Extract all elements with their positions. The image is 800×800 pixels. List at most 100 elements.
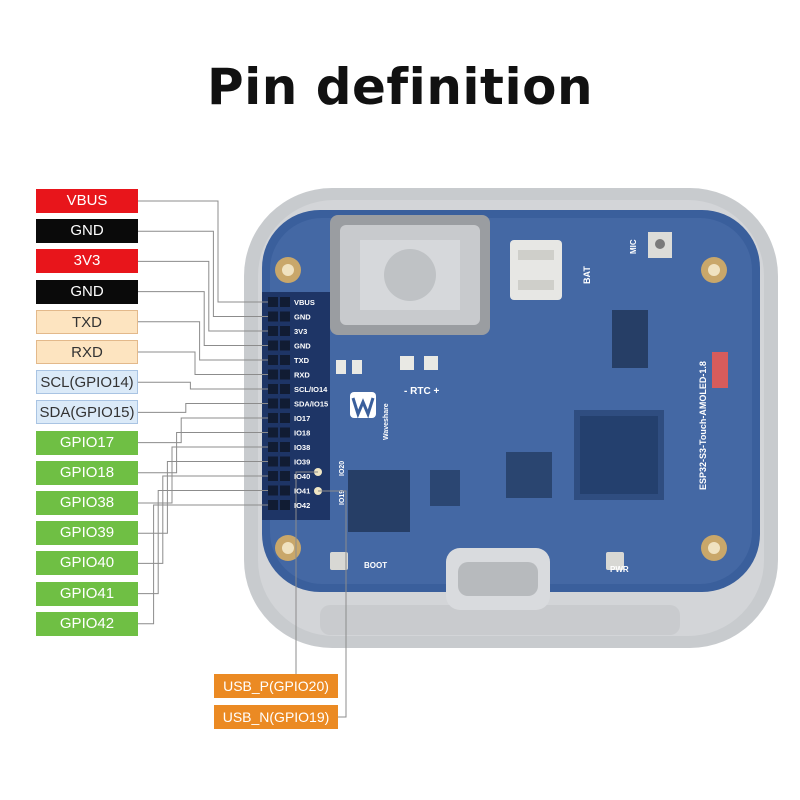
pwr-silk-label: PWR xyxy=(610,565,629,574)
header-pin xyxy=(268,355,278,365)
header-pin-silk-label: IO41 xyxy=(294,487,310,496)
case-bottom-edge xyxy=(320,605,680,635)
model-silk-label: ESP32-S3-Touch-AMOLED-1.8 xyxy=(698,361,708,490)
header-pin xyxy=(268,485,278,496)
header-pin xyxy=(268,500,278,510)
pin-label: RXD xyxy=(36,340,138,364)
chip-right xyxy=(612,310,648,368)
header-pin xyxy=(280,384,290,394)
pin-label: 3V3 xyxy=(36,249,138,274)
header-pin-silk-label: IO39 xyxy=(294,458,310,467)
leader-line xyxy=(138,461,268,534)
header-pin-silk-label: IO17 xyxy=(294,414,310,423)
pin-label: GPIO41 xyxy=(36,581,138,606)
leader-line xyxy=(138,417,268,444)
header-pin xyxy=(280,398,290,409)
header-pin-silk-label: VBUS xyxy=(294,298,315,307)
leader-line xyxy=(138,490,268,595)
header-pin xyxy=(268,427,278,438)
usb-silk-label: IO20 xyxy=(339,461,346,476)
header-pin-silk-label: SDA/IO15 xyxy=(294,400,328,409)
header-pin-silk-label: TXD xyxy=(294,356,310,365)
usb-pin-label: USB_N(GPIO19) xyxy=(214,705,338,729)
page-title: Pin definition xyxy=(206,58,594,116)
leader-line xyxy=(138,403,268,413)
leader-line xyxy=(138,321,268,361)
header-pin-silk-label: 3V3 xyxy=(294,327,307,336)
pin-label: GPIO42 xyxy=(36,611,138,636)
leader-line xyxy=(138,475,268,564)
pin-label: VBUS xyxy=(36,189,138,213)
pin-label: GND xyxy=(36,279,138,304)
chip-small xyxy=(506,452,552,498)
header-pin xyxy=(268,311,278,322)
bat-silk-label: BAT xyxy=(582,266,592,284)
pin-label: TXD xyxy=(36,309,138,334)
header-pin xyxy=(268,297,278,307)
header-pin xyxy=(268,398,278,409)
rtc-silk-label: - RTC + xyxy=(404,386,439,397)
pin-label: GPIO40 xyxy=(36,551,138,576)
header-pin xyxy=(280,311,290,322)
header-pin xyxy=(280,500,290,510)
header-pin xyxy=(268,456,278,467)
leader-line xyxy=(138,291,268,346)
header-pin xyxy=(268,326,278,336)
boot-silk-label: BOOT xyxy=(364,561,387,570)
pin-label: SCL(GPIO14) xyxy=(36,370,138,395)
leader-line xyxy=(138,432,268,474)
header-pin xyxy=(268,369,278,380)
leader-line xyxy=(138,381,268,390)
usb-leader-line xyxy=(318,490,347,718)
header-pin xyxy=(268,471,278,481)
chip-mid xyxy=(348,470,410,532)
pin-label: GPIO18 xyxy=(36,460,138,485)
pin-label: SDA(GPIO15) xyxy=(36,400,138,425)
header-pin xyxy=(268,340,278,351)
usb-silk-label: IO19 xyxy=(339,490,346,505)
header-pin xyxy=(280,340,290,351)
header-pin xyxy=(280,369,290,380)
pin-label: GND xyxy=(36,219,138,244)
pin-label: GPIO39 xyxy=(36,521,138,546)
leader-lines xyxy=(138,200,347,718)
header-pin-silk-label: IO42 xyxy=(294,501,310,510)
leader-line xyxy=(138,446,268,504)
header-pin xyxy=(280,471,290,481)
leader-line xyxy=(138,230,268,317)
chip-ldo xyxy=(430,470,460,506)
usb-pin-label: USB_P(GPIO20) xyxy=(214,674,338,698)
header-pin xyxy=(268,413,278,423)
battery-connector xyxy=(510,240,562,300)
header-pin xyxy=(280,326,290,336)
leader-line xyxy=(138,504,268,625)
header-pin xyxy=(280,427,290,438)
header-pin-silk-label: IO38 xyxy=(294,443,310,452)
header-pin-silk-label: SCL/IO14 xyxy=(294,385,328,394)
header-pin xyxy=(280,456,290,467)
pin-label: GPIO38 xyxy=(36,491,138,515)
header-pin xyxy=(280,413,290,423)
leader-line xyxy=(138,200,268,303)
mounting-hole-icon xyxy=(275,257,727,561)
pwr-button xyxy=(606,552,624,570)
mic-silk-label: MIC xyxy=(629,239,638,254)
header-pin xyxy=(280,355,290,365)
header-pin-silk-label: GND xyxy=(294,342,311,351)
boot-button xyxy=(330,552,348,570)
header-pin-silk-label: RXD xyxy=(294,371,310,380)
leader-line xyxy=(138,351,268,375)
header-pin xyxy=(280,485,290,496)
pin-label: GPIO17 xyxy=(36,430,138,455)
leader-line xyxy=(138,260,268,332)
header-pin xyxy=(268,442,278,452)
header-pin-silk-label: IO18 xyxy=(294,429,310,438)
header-pin xyxy=(280,442,290,452)
header-pin-silk-label: IO40 xyxy=(294,472,310,481)
header-pin xyxy=(280,297,290,307)
brand-silk-label: Waveshare xyxy=(383,403,390,440)
header-pin xyxy=(268,384,278,394)
header-pin-group: VBUSGND3V3GNDTXDRXDSCL/IO14SDA/IO15IO17I… xyxy=(268,297,328,510)
header-pin-silk-label: GND xyxy=(294,313,311,322)
